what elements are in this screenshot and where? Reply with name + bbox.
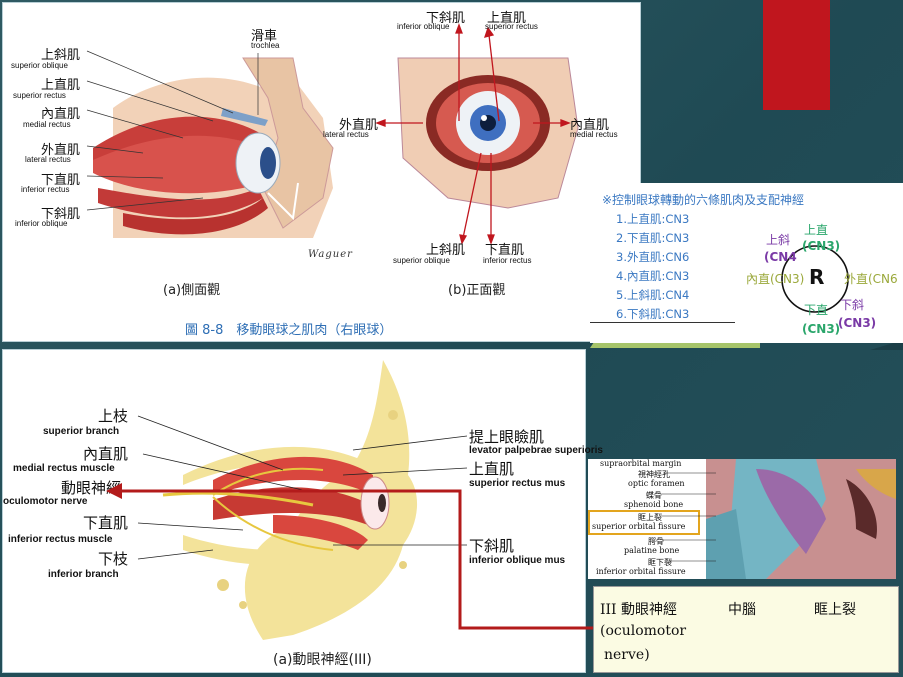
bottom-label-cn: 動眼神經 xyxy=(61,479,122,497)
lateral-label-en: inferior rectus xyxy=(21,185,70,194)
lateral-label-cn: 下斜肌 xyxy=(41,207,81,222)
front-label-cn: 下直肌 xyxy=(485,243,525,258)
diagram-sup-oblique-nerve: (CN4 xyxy=(764,250,797,264)
diagram-lateral: 外直(CN6 xyxy=(844,272,898,286)
front-label-cn: 外直肌 xyxy=(339,118,379,133)
bottom-leader-lines xyxy=(137,415,468,560)
skull-label: 眶下裂 xyxy=(648,558,672,567)
diagram-center-letter: R xyxy=(809,265,825,289)
bottom-label-en: medial rectus muscle xyxy=(13,463,115,474)
front-label-cn: 下斜肌 xyxy=(426,11,466,26)
figure-title: 圖 8-8 移動眼球之肌肉（右眼球） xyxy=(185,323,393,338)
diagram-inf-rectus-nerve: (CN3) xyxy=(802,322,841,336)
skull-label: inferior orbital fissure xyxy=(596,567,686,576)
skull-label: 腭骨 xyxy=(648,537,664,546)
caption-front-view: (b)正面觀 xyxy=(448,283,506,298)
bottom-label-en: oculomotor nerve xyxy=(3,496,88,507)
bottom-label-cn: 上枝 xyxy=(98,407,129,425)
lateral-eye-illustration xyxy=(93,57,334,238)
trochlea-label-cn: 滑車 xyxy=(251,29,278,44)
diagram-inf-rectus: 下直 xyxy=(804,303,829,317)
summary-divider xyxy=(590,322,735,323)
dark-triangle xyxy=(870,340,903,350)
diagram-sup-rectus-nerve: (CN3) xyxy=(802,239,841,253)
summary-item: 1.上直肌:CN3 xyxy=(616,212,690,226)
front-label-cn: 上斜肌 xyxy=(426,243,466,258)
summary-title: ※控制眼球轉動的六條肌肉及支配神經 xyxy=(602,193,805,207)
lateral-leader-lines xyxy=(86,50,259,211)
caption-lateral-view: (a)側面觀 xyxy=(163,283,221,298)
bottom-label-cn: 下斜肌 xyxy=(469,537,515,555)
front-label-en: inferior oblique xyxy=(397,22,450,31)
skull-label: supraorbital margin xyxy=(600,459,682,468)
bottom-label-cn: 內直肌 xyxy=(83,445,129,463)
skull-label: palatine bone xyxy=(624,546,680,555)
bottom-label-en: superior rectus mus xyxy=(469,478,566,489)
lateral-label-en: superior rectus xyxy=(13,91,66,100)
lateral-label-cn: 內直肌 xyxy=(41,107,81,122)
red-accent-block xyxy=(763,0,830,110)
bottom-label-en: inferior branch xyxy=(48,569,119,580)
front-eye-illustration xyxy=(397,57,579,209)
lateral-label-en: superior oblique xyxy=(11,61,68,70)
bottom-label-en: levator palpebrae superioris xyxy=(469,445,603,456)
summary-item: 4.內直肌:CN3 xyxy=(616,269,690,283)
artist-signature: Waguer xyxy=(308,249,353,260)
front-arrows xyxy=(375,23,571,245)
diagram-inf-oblique-nerve: (CN3) xyxy=(838,316,877,330)
bottom-label-cn: 提上眼瞼肌 xyxy=(469,428,545,446)
front-label-cn: 上直肌 xyxy=(487,11,527,26)
lateral-label-en: lateral rectus xyxy=(25,155,71,164)
front-label-cn: 內直肌 xyxy=(570,118,610,133)
front-label-en: lateral rectus xyxy=(323,130,369,139)
lateral-label-cn: 上直肌 xyxy=(41,78,81,93)
front-label-en: superior rectus xyxy=(485,22,538,31)
bottom-label-en: superior branch xyxy=(43,426,120,437)
table-cell-origin: 中腦 xyxy=(728,602,756,618)
bottom-caption: (a)動眼神經(III) xyxy=(273,652,372,668)
skull-label: sphenoid bone xyxy=(624,500,684,509)
skull-illustration xyxy=(706,459,896,579)
summary-item: 2.下直肌:CN3 xyxy=(616,231,690,245)
lateral-label-en: medial rectus xyxy=(23,120,71,129)
summary-item: 6.下斜肌:CN3 xyxy=(616,307,690,321)
sup-orbital-fissure-highlight xyxy=(588,510,700,535)
front-label-en: superior oblique xyxy=(393,256,450,265)
bottom-label-cn: 上直肌 xyxy=(469,460,515,478)
diagram-medial: 內直(CN3) xyxy=(746,272,805,286)
skull-label: superior orbital fissure xyxy=(592,522,686,531)
skull-label: 蝶骨 xyxy=(646,491,662,500)
lateral-label-cn: 外直肌 xyxy=(41,143,81,158)
skull-label: 眶上裂 xyxy=(638,513,662,522)
table-cell-nerve: (oculomotor xyxy=(600,623,687,639)
table-cell-exit: 眶上裂 xyxy=(814,602,856,618)
muscle-diagram-circle xyxy=(781,245,849,313)
summary-item: 3.外直肌:CN6 xyxy=(616,250,690,264)
summary-item: 5.上斜肌:CN4 xyxy=(616,288,690,302)
lateral-label-cn: 上斜肌 xyxy=(41,48,81,63)
lateral-label-en: inferior oblique xyxy=(15,219,68,228)
trochlea-label-en: trochlea xyxy=(251,41,280,50)
nerve-table: III 動眼神經 (oculomotor nerve) 中腦 眶上裂 xyxy=(593,586,899,673)
bottom-label-cn: 下枝 xyxy=(98,550,129,568)
skull-panel: supraorbital margin 視神經孔 optic foramen 蝶… xyxy=(588,459,896,579)
skull-label: optic foramen xyxy=(628,479,685,488)
diagram-sup-oblique: 上斜 xyxy=(766,233,791,247)
bottom-label-en: inferior rectus muscle xyxy=(8,534,113,545)
diagram-sup-rectus: 上直 xyxy=(804,223,829,237)
table-cell-nerve: III 動眼神經 xyxy=(600,602,678,618)
bottom-figure-panel: 上枝 superior branch 內直肌 medial rectus mus… xyxy=(2,349,603,673)
front-label-en: inferior rectus xyxy=(483,256,532,265)
top-figure-panel: 上斜肌 superior oblique 上直肌 superior rectus… xyxy=(2,2,641,342)
skull-leader-lines xyxy=(662,472,716,562)
summary-box: ※控制眼球轉動的六條肌肉及支配神經 1.上直肌:CN3 2.下直肌:CN3 3.… xyxy=(590,183,903,343)
table-cell-nerve: nerve) xyxy=(604,647,650,663)
diagram-inf-oblique: 下斜 xyxy=(840,298,865,312)
lateral-label-cn: 下直肌 xyxy=(41,173,81,188)
skull-label: 視神經孔 xyxy=(638,470,670,479)
front-label-en: medial rectus xyxy=(570,130,618,139)
bottom-label-cn: 下直肌 xyxy=(83,514,129,532)
bottom-label-en: inferior oblique mus xyxy=(469,555,566,566)
